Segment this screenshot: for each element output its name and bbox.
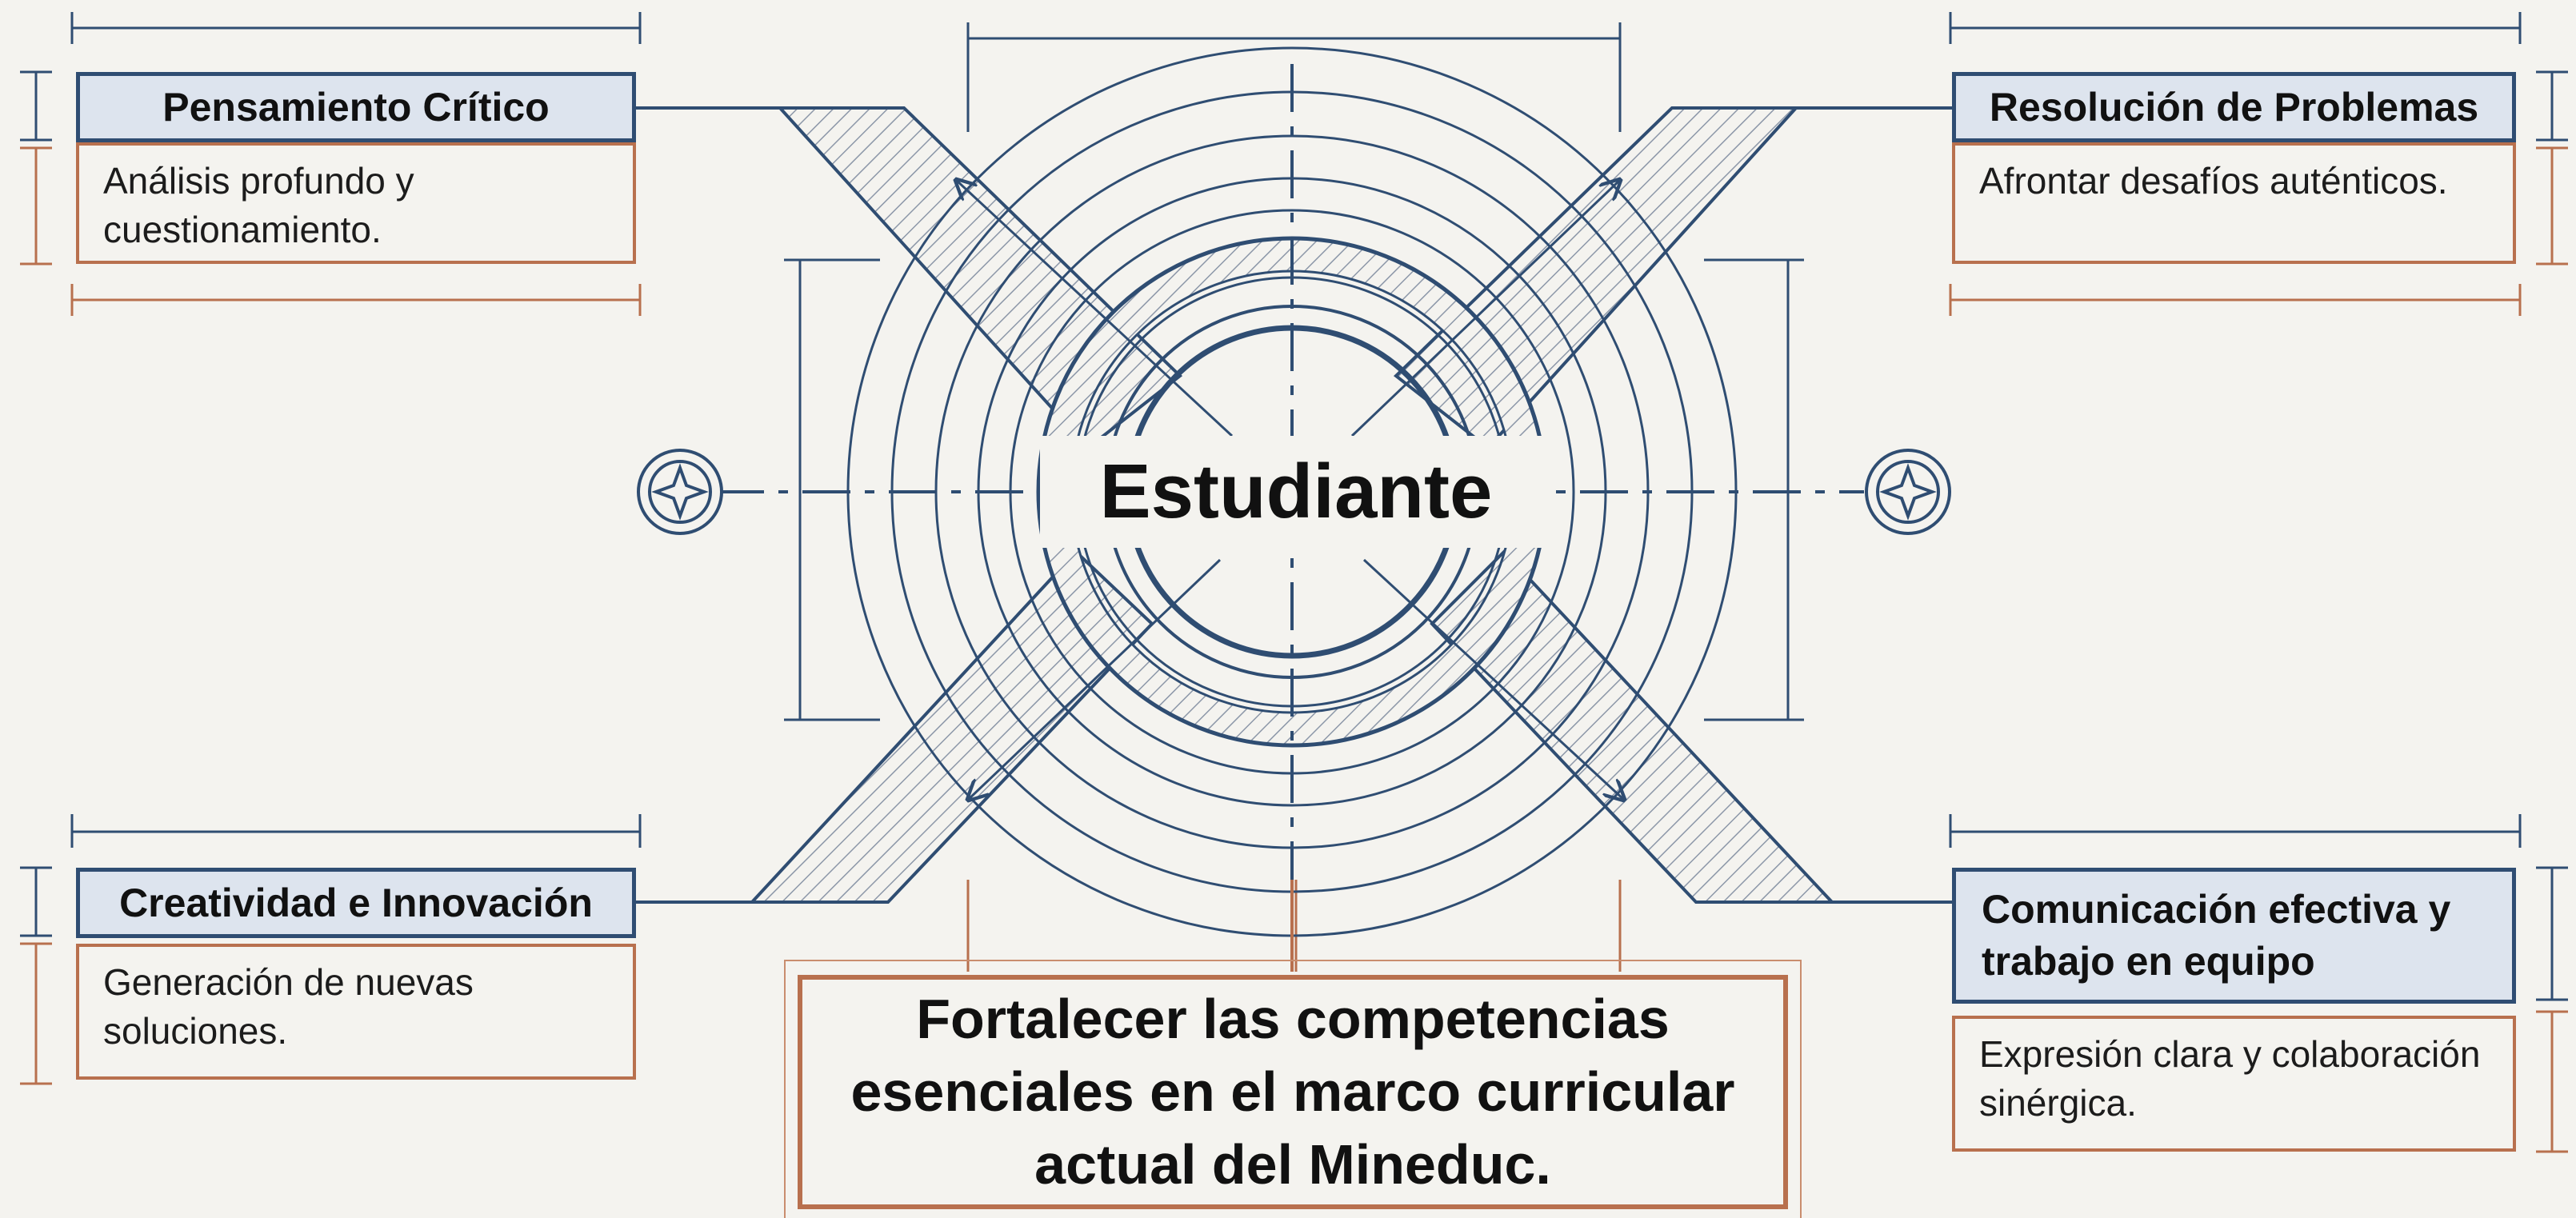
crosshair-target-left	[637, 449, 723, 535]
critical-thinking-title: Pensamiento Crítico	[76, 72, 636, 142]
creativity-description: Generación de nuevas soluciones.	[76, 944, 636, 1080]
problem-solving-description: Afrontar desafíos auténticos.	[1952, 142, 2516, 264]
creativity-title: Creatividad e Innovación	[76, 868, 636, 938]
arm-arrows	[956, 180, 1624, 800]
center-label-student: Estudiante	[1040, 436, 1552, 548]
dimension-lines-copper	[20, 146, 2568, 1153]
dimension-lines	[20, 12, 2568, 1001]
communication-title: Comunicación efectiva y trabajo en equip…	[1952, 868, 2516, 1004]
critical-thinking-description: Análisis profundo y cuestionamiento.	[76, 142, 636, 264]
goal-frame	[784, 960, 1802, 1218]
connector-lines	[636, 106, 1952, 904]
crosshair-target-right	[1865, 449, 1951, 535]
goal-statement: Fortalecer las competencias esenciales e…	[798, 975, 1788, 1209]
problem-solving-title: Resolución de Problemas	[1952, 72, 2516, 142]
communication-description: Expresión clara y colaboración sinérgica…	[1952, 1016, 2516, 1152]
